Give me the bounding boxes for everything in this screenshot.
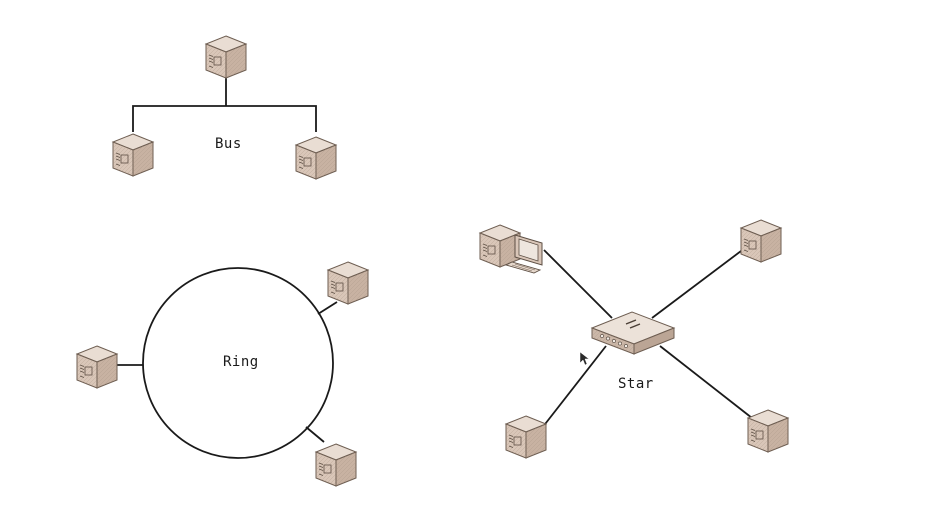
star-label: Star — [618, 376, 654, 392]
bus-node-top-icon — [205, 35, 247, 79]
ring-node-bottom-right-icon — [315, 443, 357, 487]
star-node-bottom-right-icon — [747, 409, 789, 453]
star-link-top-left — [543, 249, 613, 319]
bus-backbone — [132, 105, 317, 132]
star-node-bottom-left-icon — [505, 415, 547, 459]
ring-loop — [142, 267, 334, 459]
ring-link-top-right — [317, 301, 338, 315]
star-link-bottom-left — [541, 345, 607, 429]
bus-node-left-icon — [112, 133, 154, 177]
bus-label: Bus — [215, 136, 242, 152]
ring-topology — [76, 261, 369, 487]
bus-topology — [112, 35, 337, 180]
bus-node-right-icon — [295, 136, 337, 180]
star-topology — [479, 219, 789, 459]
ring-node-left-icon — [76, 345, 118, 389]
ring-node-top-right-icon — [327, 261, 369, 305]
mouse-cursor-icon — [579, 351, 590, 366]
star-node-top-right-icon — [740, 219, 782, 263]
star-link-top-right — [651, 247, 746, 319]
star-link-bottom-right — [659, 345, 753, 419]
network-switch-icon — [590, 311, 676, 355]
ring-link-bottom-right — [305, 426, 325, 443]
ring-label: Ring — [223, 354, 259, 370]
desktop-computer-icon — [479, 224, 543, 274]
